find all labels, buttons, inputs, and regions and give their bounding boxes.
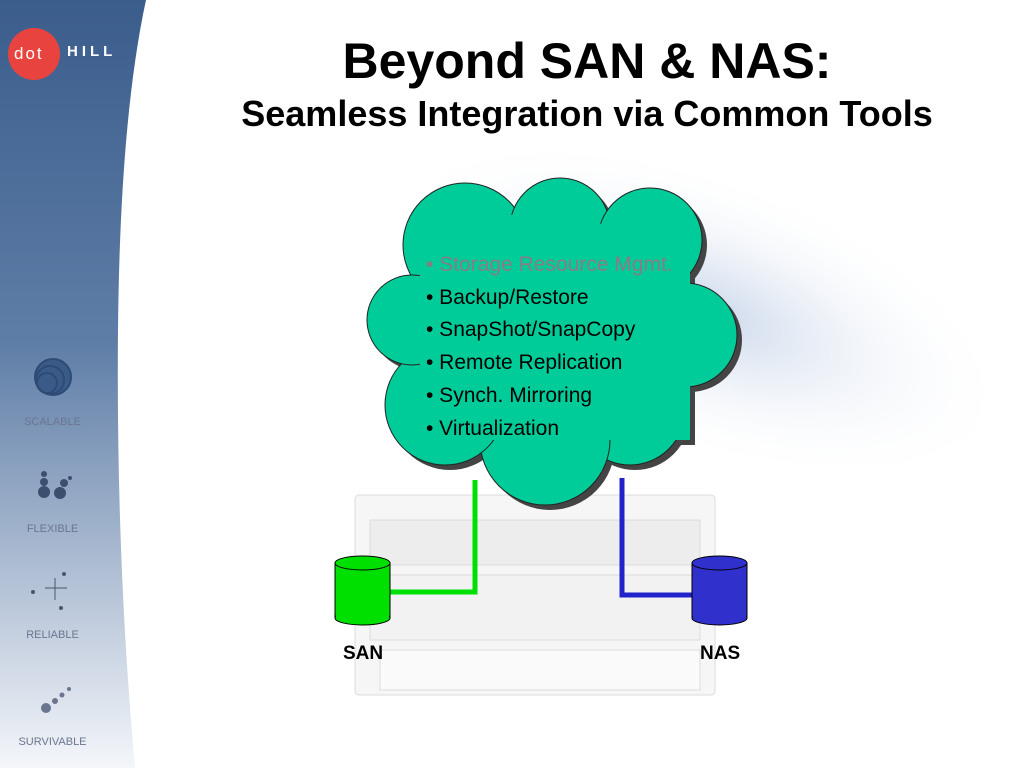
slide-title: Beyond SAN & NAS: — [342, 33, 832, 89]
san-label: SAN — [343, 643, 384, 664]
comet-icon — [41, 687, 71, 713]
bullet-item: • Backup/Restore — [426, 285, 589, 309]
san-link — [390, 480, 478, 595]
bullet-item: • Synch. Mirroring — [426, 383, 593, 407]
sidebar-label-flexible: FLEXIBLE — [26, 523, 79, 535]
cloud-bullet-list: • Storage Resource Mgmt. • Backup/Restor… — [426, 249, 673, 445]
san-cylinder — [334, 555, 391, 626]
logo-text-hill: HILL — [67, 43, 117, 60]
sidebar-label-scalable: SCALABLE — [24, 416, 81, 428]
slide-subtitle: Seamless Integration via Common Tools — [241, 93, 933, 134]
rings-icon — [34, 358, 72, 396]
nas-link — [619, 478, 692, 598]
stacks-icon — [38, 471, 72, 499]
sidebar-label-reliable: RELIABLE — [26, 629, 79, 641]
nas-label: NAS — [700, 643, 741, 664]
bullet-item: • Remote Replication — [426, 351, 623, 375]
bullet-item: • Virtualization — [426, 416, 560, 440]
sidebar-label-survivable: SURVIVABLE — [18, 736, 87, 748]
server-image — [354, 494, 716, 696]
sparkle-icon — [31, 572, 67, 610]
logo-circle — [8, 28, 60, 80]
nas-cylinder — [691, 555, 748, 626]
bullet-item: • Storage Resource Mgmt. — [426, 253, 673, 276]
cloud-shape — [366, 177, 742, 510]
logo-text-dot: dot — [14, 44, 44, 63]
bullet-item: • SnapShot/SnapCopy — [426, 318, 636, 342]
sidebar-band — [0, 0, 146, 768]
